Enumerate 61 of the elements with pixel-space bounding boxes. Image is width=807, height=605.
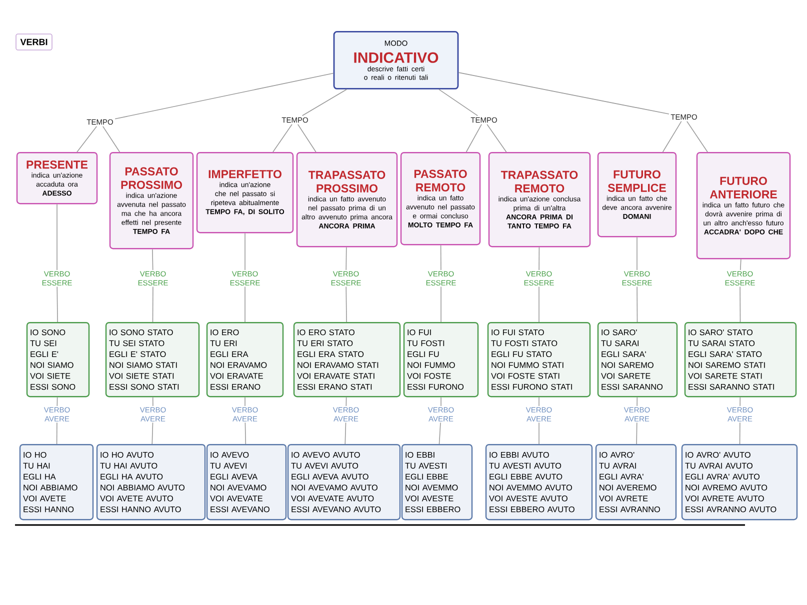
connector-line xyxy=(466,124,482,152)
conjugation-box: IO ERO STATO TU ERI STATO EGLI ERA STATO NOI ERAVAMO STATI VOI ERAVATE STATI ESSI ERANO STATI xyxy=(293,322,401,398)
connector-line xyxy=(438,89,478,116)
connector-line xyxy=(440,244,442,270)
conjugation-box: IO AVRO' TU AVRAI EGLI AVRA' NOI AVEREMO VOI AVRETE ESSI AVRANNO xyxy=(595,444,677,520)
connector-line xyxy=(152,286,154,322)
connector-line xyxy=(272,124,292,152)
connector-line xyxy=(740,396,741,406)
connector-line xyxy=(686,120,708,152)
conjugation-box: IO AVEVO AVUTO TU AVEVI AVUTO EGLI AVEVA AVUTO NOI AVEVAMO AVUTO VOI AVEVATE AVUTO ESSI AVEVANO AVUTO xyxy=(287,444,401,520)
conjugation-box: IO EBBI AVUTO TU AVESTI AVUTO EGLI EBBE AVUTO NOI AVEMMO AVUTO VOI AVESTE AVUTO ESSI EBBERO AVUTO xyxy=(485,444,593,520)
connector-line xyxy=(458,72,670,114)
connector-line xyxy=(438,422,441,444)
connector-line xyxy=(56,422,58,444)
connector-line xyxy=(297,124,316,152)
connector-line xyxy=(152,422,154,444)
connector-line xyxy=(56,204,58,270)
connector-line xyxy=(440,396,442,406)
connector-line xyxy=(344,422,346,444)
conjugation-box: IO AVRO' AVUTO TU AVRAI AVUTO EGLI AVRA' AVUTO NOI AVREMO AVUTO VOI AVRETE AVUTO ESSI AVRANNO AVUTO xyxy=(681,444,798,520)
connector-line xyxy=(538,286,540,322)
connector-line xyxy=(346,246,347,270)
connector-line xyxy=(538,422,540,444)
connector-line xyxy=(636,236,638,270)
connector-line xyxy=(662,120,682,152)
title-box: VERBI xyxy=(16,34,52,50)
connector-line xyxy=(244,286,246,322)
connector-line xyxy=(346,396,347,406)
connector-line xyxy=(244,232,246,270)
connector-line xyxy=(152,248,154,270)
connector-line xyxy=(636,286,638,322)
connector-line xyxy=(346,286,347,322)
conjugation-box: IO FUI STATO TU FOSTI STATO EGLI FU STATO NOI FUMMO STATI VOI FOSTE STATI ESSI FURONO STATI xyxy=(487,322,591,398)
connector-line xyxy=(244,422,246,444)
conjugation-box: IO AVEVO TU AVEVI EGLI AVEVA NOI AVEVAMO VOI AVEVATE ESSI AVEVANO xyxy=(206,444,287,520)
conjugation-box: IO SONO TU SEI EGLI E' NOI SIAMO VOI SIETE ESSI SONO xyxy=(26,322,90,398)
connector-line xyxy=(538,246,540,270)
connector-line xyxy=(636,396,638,406)
connector-line xyxy=(740,258,742,270)
conjugation-box: IO SARO' STATO TU SARAI STATO EGLI SARA' STATO NOI SAREMO STATI VOI SARETE STATI ESSI SARANNO STATI xyxy=(684,322,797,398)
connector-line xyxy=(114,72,334,120)
connector-line xyxy=(740,286,741,322)
connector-line xyxy=(56,286,58,322)
conjugation-box: IO FUI TU FOSTI EGLI FU NOI FUMMO VOI FOSTE ESSI FURONO xyxy=(403,322,479,398)
connector-line xyxy=(538,396,540,406)
conjugation-box: IO EBBI TU AVESTI EGLI EBBE NOI AVEMMO VOI AVESTE ESSI EBBERO xyxy=(401,444,473,520)
connector-line xyxy=(636,422,638,444)
conjugation-box: IO SARO' TU SARAI EGLI SARA' NOI SAREMO VOI SARETE ESSI SARANNO xyxy=(597,322,678,398)
connector-line xyxy=(486,124,507,152)
conjugation-box: IO HO TU HAI EGLI HA NOI ABBIAMO VOI AVETE ESSI HANNO xyxy=(19,444,94,520)
connector-line xyxy=(440,286,442,322)
connector-line xyxy=(302,89,348,116)
connector-line xyxy=(244,396,246,406)
connector-line xyxy=(102,126,120,152)
conjugation-box: IO ERO TU ERI EGLI ERA NOI ERAVAMO VOI ERAVATE ESSI ERANO xyxy=(206,322,284,398)
connector-line xyxy=(56,396,58,406)
connector-line xyxy=(152,396,154,406)
conjugation-box: IO HO AVUTO TU HAI AVUTO EGLI HA AVUTO NOI ABBIAMO AVUTO VOI AVETE AVUTO ESSI HANNO AVUTO xyxy=(96,444,206,520)
connector-line xyxy=(76,126,98,152)
connector-line xyxy=(739,422,740,444)
conjugation-box: IO SONO STATO TU SEI STATO EGLI E' STATO NOI SIAMO STATI VOI SIETE STATI ESSI SONO STATI xyxy=(105,322,200,398)
